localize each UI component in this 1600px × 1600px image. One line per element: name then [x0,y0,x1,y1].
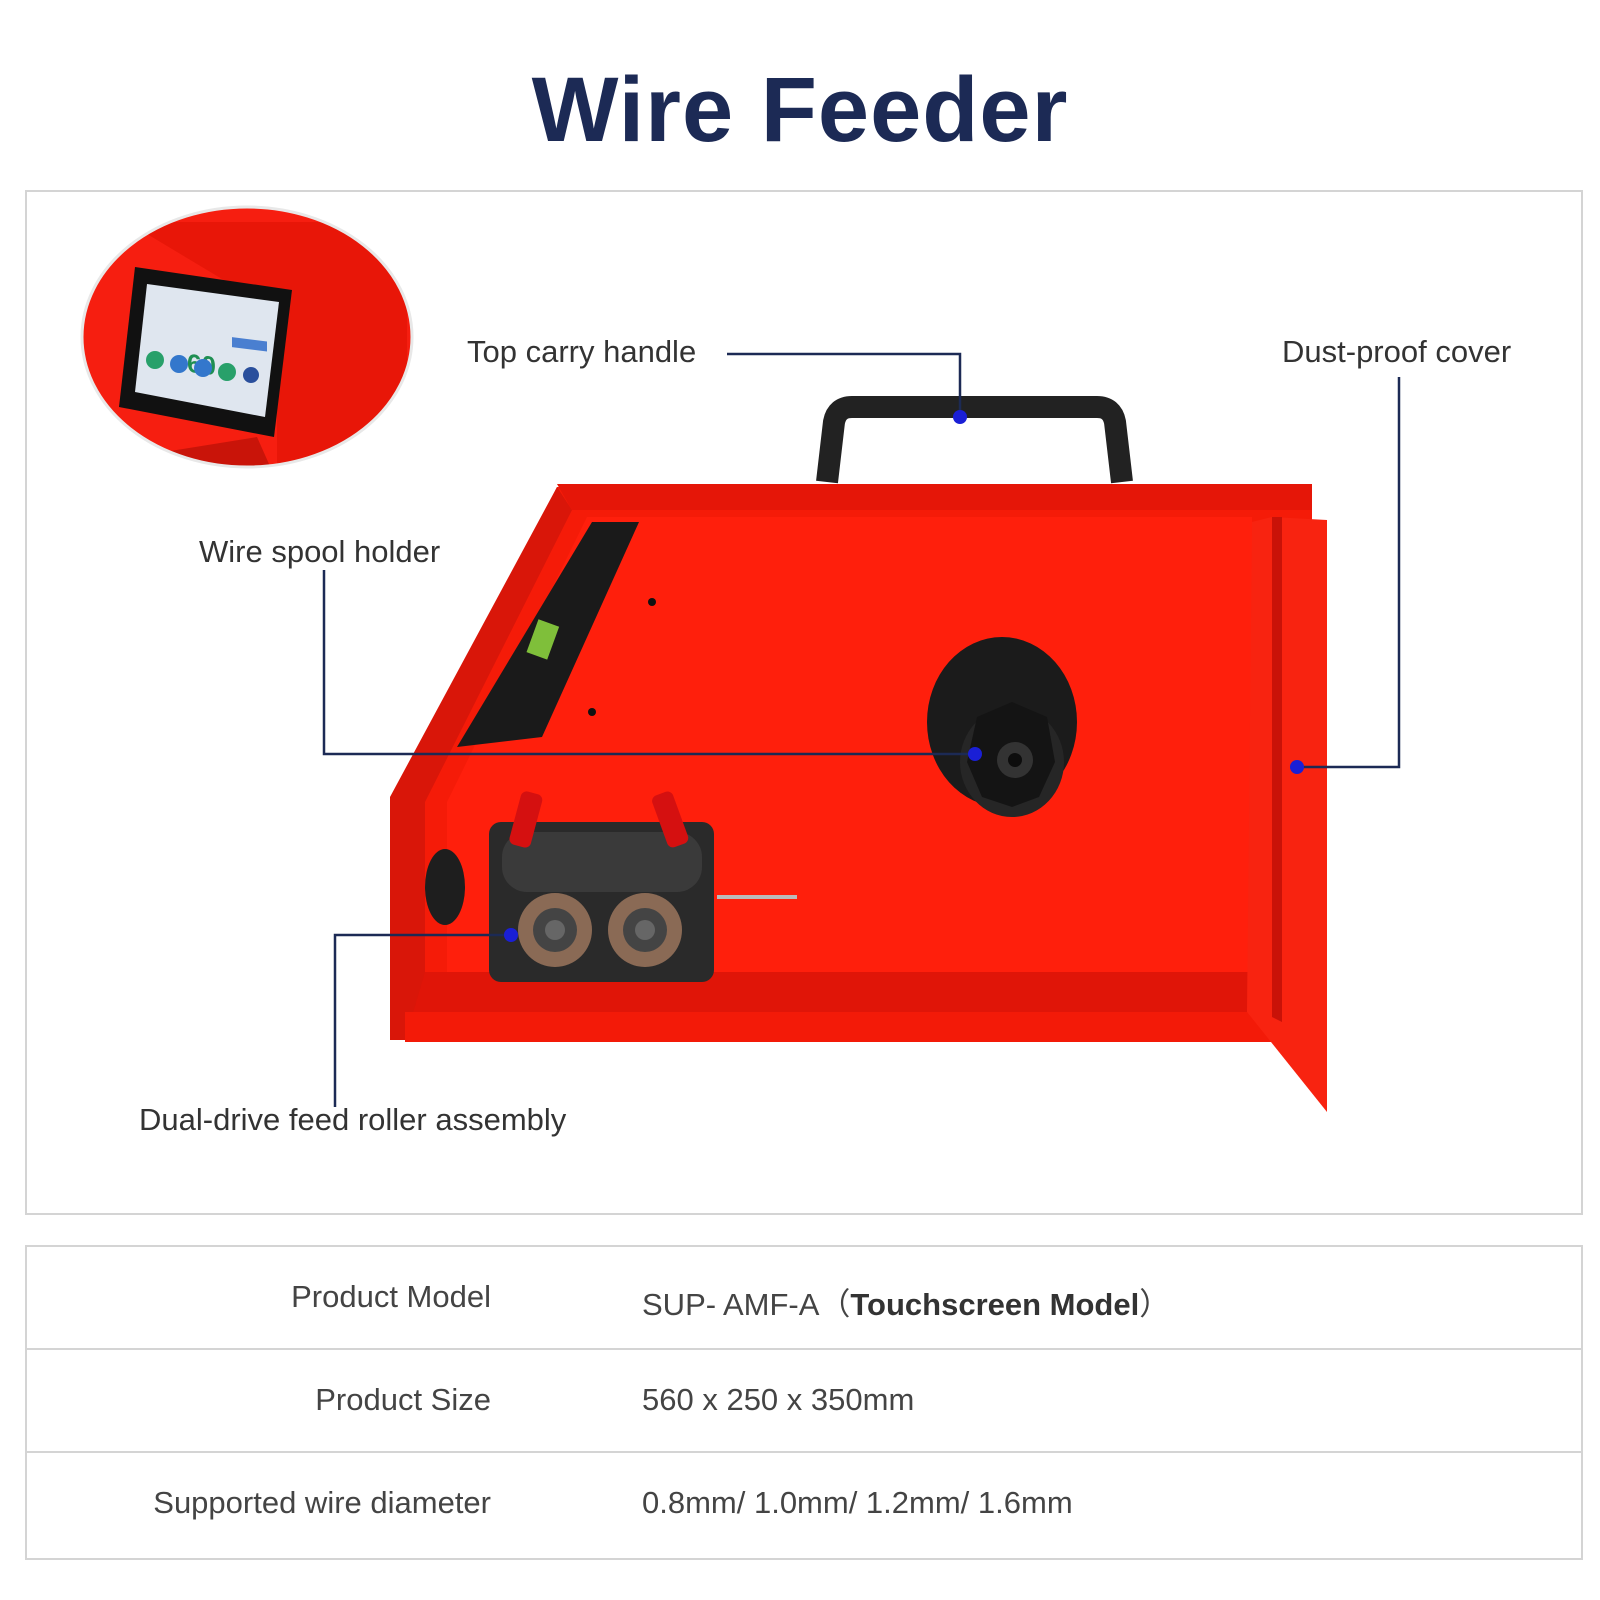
callout-wire-spool-holder: Wire spool holder [199,534,441,569]
wire-feeder-illustration: 60 [80,205,1401,1112]
spec-label: Supported wire diameter [153,1485,491,1520]
spec-label: Product Model [291,1279,491,1314]
callout-dots [504,410,1304,942]
spec-value: 0.8mm/ 1.0mm/ 1.2mm/ 1.6mm [642,1485,1073,1520]
wire-spool-holder [927,637,1077,817]
spec-value: 560 x 250 x 350mm [642,1382,915,1417]
spec-value: SUP- AMF-A（Touchscreen Model） [642,1279,1170,1324]
callout-lines [322,352,1401,1107]
product-image-panel: 60 [25,190,1583,1215]
spec-row-model: Product Model SUP- AMF-A（Touchscreen Mod… [27,1247,1581,1350]
callout-dot [1290,760,1304,774]
page-title: Wire Feeder [531,59,1069,161]
spec-row-wire-diameter: Supported wire diameter 0.8mm/ 1.0mm/ 1.… [27,1453,1581,1556]
spec-value-prefix: SUP- AMF-A（ [642,1287,851,1322]
touchscreen-inset: 60 [80,205,414,469]
spec-label: Product Size [315,1382,491,1417]
spec-row-size: Product Size 560 x 250 x 350mm [27,1350,1581,1453]
callout-dot [504,928,518,942]
spec-value-suffix: ） [1139,1287,1171,1322]
spec-value-bold: Touchscreen Model [850,1287,1140,1322]
callout-dot [953,410,967,424]
callout-dot [968,747,982,761]
callout-top-carry-handle: Top carry handle [467,334,697,369]
callout-dust-proof-cover: Dust-proof cover [1282,334,1512,369]
top-carry-handle [816,396,1133,484]
callout-feed-roller: Dual-drive feed roller assembly [139,1102,567,1137]
feed-roller-assembly [425,791,797,982]
spec-table: Product Model SUP- AMF-A（Touchscreen Mod… [25,1245,1583,1560]
